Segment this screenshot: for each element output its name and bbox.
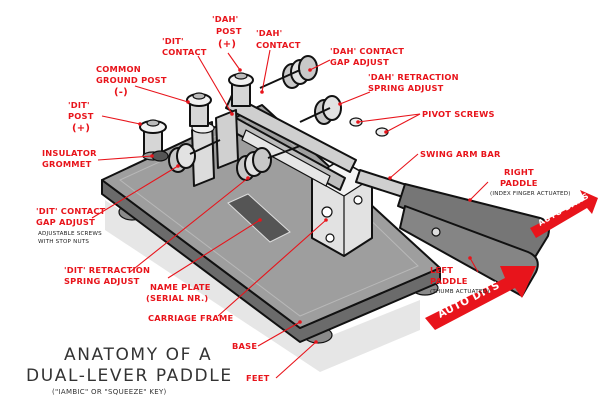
label-dit-retraction-spring: 'DIT' RETRACTION SPRING ADJUST <box>64 265 153 286</box>
dit-post <box>139 119 167 161</box>
label-dah-contact: 'DAH' CONTACT <box>256 28 301 50</box>
labels: 'DAH' POST (+) 'DAH' CONTACT 'DIT' CONTA… <box>36 14 571 383</box>
label-dah-post: 'DAH' POST (+) <box>212 14 245 50</box>
label-dit-post: 'DIT' POST (+) <box>68 100 97 134</box>
auto-dahs-arrow: AUTO DAHS <box>530 190 598 238</box>
pivot-screws <box>349 117 389 137</box>
insulator-grommet <box>151 150 169 162</box>
name-plate <box>227 193 291 243</box>
label-left-paddle: LEFT PADDLE <box>430 265 468 286</box>
dit-spring-knob <box>236 145 301 181</box>
key-illustration <box>101 55 550 372</box>
label-common-ground-post: COMMON GROUND POST (-) <box>96 64 170 98</box>
label-dit-contact: 'DIT' CONTACT <box>162 36 207 57</box>
label-dah-contact-gap-adjust: 'DAH' CONTACT GAP ADJUST <box>330 46 407 67</box>
label-right-paddle-note: (INDEX FINGER ACTUATED) <box>490 191 571 197</box>
label-dit-contact-gap-adjust: 'DIT' CONTACT GAP ADJUST <box>36 206 109 227</box>
label-feet: FEET <box>246 373 270 383</box>
dit-gap-knob <box>168 139 221 173</box>
label-right-paddle: RIGHT PADDLE <box>500 167 538 188</box>
ground-post <box>186 92 212 127</box>
label-left-paddle-note: (THUMB ACTUATED) <box>430 289 490 295</box>
title-line-1: ANATOMY OF A <box>64 345 212 365</box>
label-carriage-frame: CARRIAGE FRAME <box>148 313 233 323</box>
label-insulator-grommet: INSULATOR GROMMET <box>42 148 100 169</box>
label-base: BASE <box>232 341 257 351</box>
dah-gap-knob <box>259 55 318 89</box>
dah-post <box>228 72 254 107</box>
title-line-2: DUAL-LEVER PADDLE <box>26 366 233 386</box>
leader-lines <box>91 49 489 379</box>
label-swing-arm-bar: SWING ARM BAR <box>420 149 501 159</box>
title-block: ANATOMY OF A DUAL-LEVER PADDLE ("IAMBIC"… <box>26 345 233 396</box>
carriage-bars <box>225 94 357 191</box>
label-pivot-screws: PIVOT SCREWS <box>422 109 495 119</box>
dah-spring-knob <box>299 95 342 125</box>
label-name-plate: NAME PLATE (SERIAL NR.) <box>146 282 214 303</box>
title-subtitle: ("IAMBIC" OR "SQUEEZE" KEY) <box>52 388 167 396</box>
label-dah-retraction-spring: 'DAH' RETRACTION SPRING ADJUST <box>368 72 462 93</box>
label-dit-contact-gap-note: ADJUSTABLE SCREWS WITH STOP NUTS <box>38 231 104 245</box>
